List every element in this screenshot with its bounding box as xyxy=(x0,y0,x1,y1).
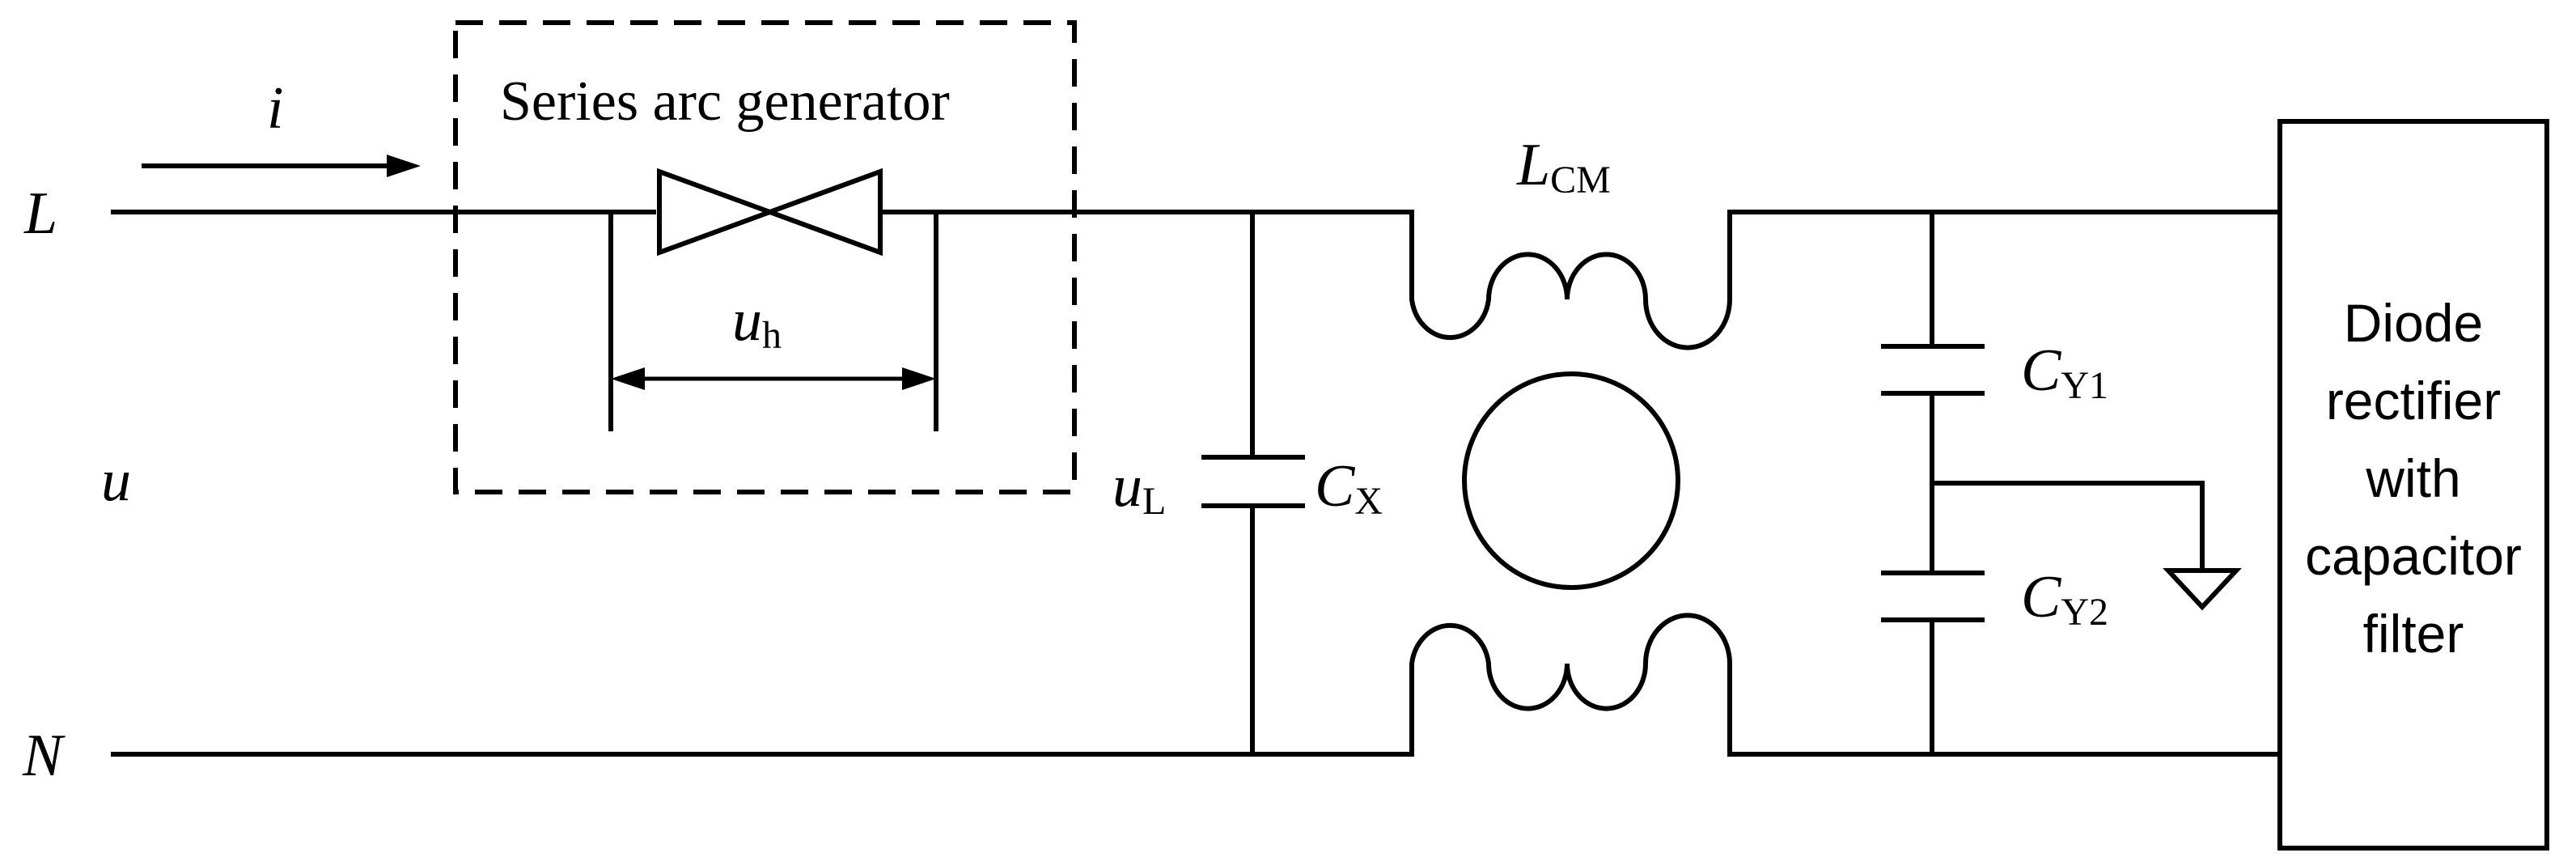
label-line-N: N xyxy=(22,723,66,789)
label-C-X: CX xyxy=(1315,453,1383,523)
capacitor-cy2 xyxy=(1881,571,1985,757)
capacitor-cx xyxy=(1201,210,1305,757)
arc-switch-icon xyxy=(657,168,883,257)
label-u-L: uL xyxy=(1112,453,1166,523)
rectifier-line-3: with xyxy=(2365,448,2460,508)
arc-generator-box xyxy=(453,20,1077,494)
rectifier-line-2: rectifier xyxy=(2326,371,2501,431)
current-arrow xyxy=(142,155,421,177)
rectifier-line-1: Diode xyxy=(2344,293,2483,353)
uh-measurement xyxy=(608,210,938,431)
label-L-CM: LCM xyxy=(1516,132,1611,202)
rectifier-label: Diode rectifier with capacitor filter xyxy=(2305,293,2522,664)
ground-icon xyxy=(1930,481,2242,611)
rectifier-line-5: filter xyxy=(2363,604,2464,664)
label-u-h: uh xyxy=(732,287,782,357)
label-source-u: u xyxy=(101,448,131,514)
rectifier-line-4: capacitor xyxy=(2305,526,2522,586)
rectifier-box xyxy=(2277,119,2549,851)
common-mode-choke xyxy=(1409,210,1732,757)
label-current-i: i xyxy=(267,75,284,142)
label-C-Y1: CY1 xyxy=(2021,337,2108,407)
label-line-L: L xyxy=(23,180,57,247)
label-C-Y2: CY2 xyxy=(2021,564,2108,634)
label-arc-generator: Series arc generator xyxy=(500,70,950,133)
capacitor-cy1 xyxy=(1881,210,1985,575)
